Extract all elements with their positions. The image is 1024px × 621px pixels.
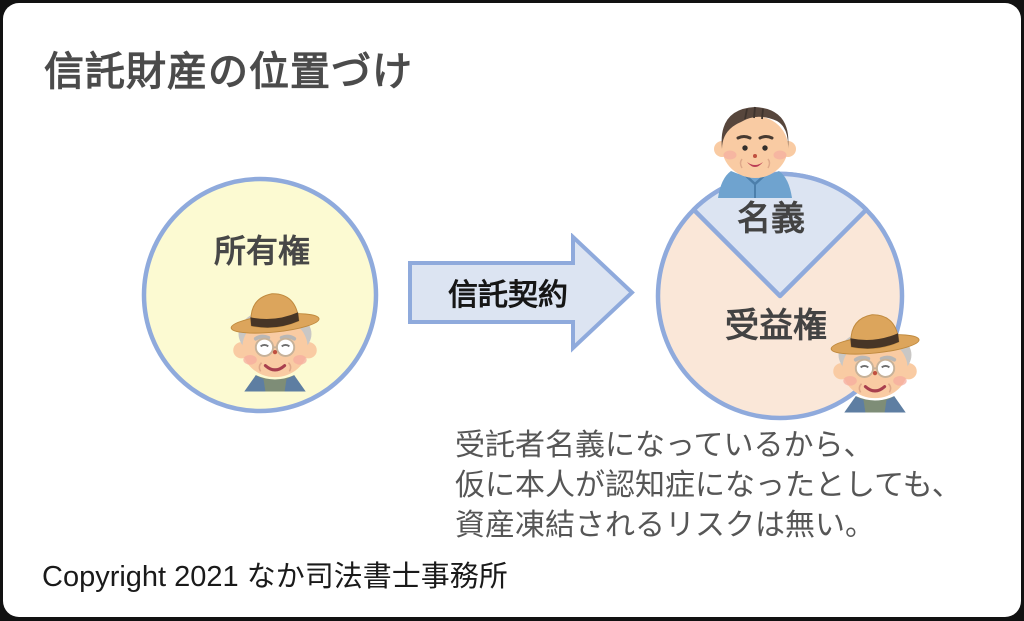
explanation-line: 受託者名義になっているから、 xyxy=(455,429,874,462)
explanation-line: 資産凍結されるリスクは無い。 xyxy=(455,509,875,542)
explanation-text: 受託者名義になっているから、 仮に本人が認知症になったとしても、 資産凍結される… xyxy=(455,426,962,546)
elderly-man-with-hat-icon xyxy=(227,284,323,392)
ownership-label: 所有権 xyxy=(213,233,310,269)
trust-contract-label: 信託契約 xyxy=(448,279,568,312)
title-wedge-label: 名義 xyxy=(737,200,805,238)
page-title: 信託財産の位置づけ xyxy=(44,50,413,94)
copyright-text: Copyright 2021 なか司法書士事務所 xyxy=(42,561,508,593)
explanation-line: 仮に本人が認知症になったとしても、 xyxy=(455,469,962,502)
trust-contract-arrow xyxy=(408,233,635,353)
ownership-circle-shape xyxy=(141,176,379,414)
younger-man-icon xyxy=(705,92,805,198)
beneficiary-right-label: 受益権 xyxy=(725,307,827,345)
ownership-circle xyxy=(141,176,379,414)
arrow-shape xyxy=(408,233,635,353)
